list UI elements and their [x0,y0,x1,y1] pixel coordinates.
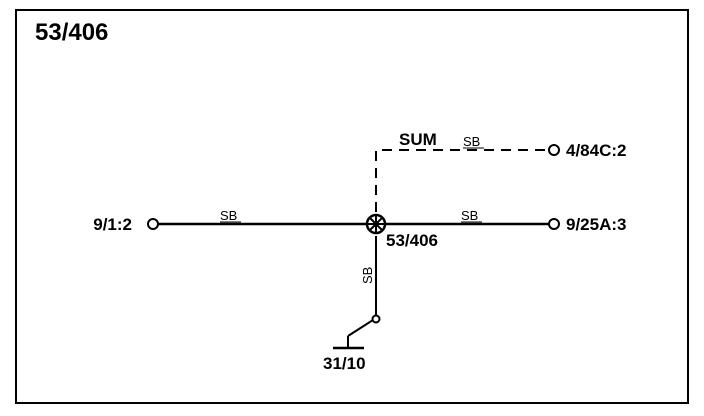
junction-label: 53/406 [386,231,438,250]
switch-contact [371,314,381,324]
wire-code-right: SB [461,208,478,223]
connector-right-terminal [548,218,560,230]
connector-top-right-terminal [548,144,560,156]
diagram-frame [15,9,689,404]
ground-label: 31/10 [323,354,366,373]
wire-code-left: SB [220,208,237,223]
sum-wire [375,149,549,212]
connector-left-label: 9/1:2 [93,215,132,234]
splice-junction-icon [365,213,387,235]
connector-top-right-label: 4/84C:2 [566,141,626,160]
switch-lever [347,319,374,337]
connector-right-label: 9/25A:3 [566,215,626,234]
connector-left-terminal [147,218,159,230]
wire-code-ground: SB [360,267,375,284]
sum-label: SUM [399,130,437,149]
wire-code-sum: SB [463,134,480,149]
diagram-title: 53/406 [35,19,108,46]
